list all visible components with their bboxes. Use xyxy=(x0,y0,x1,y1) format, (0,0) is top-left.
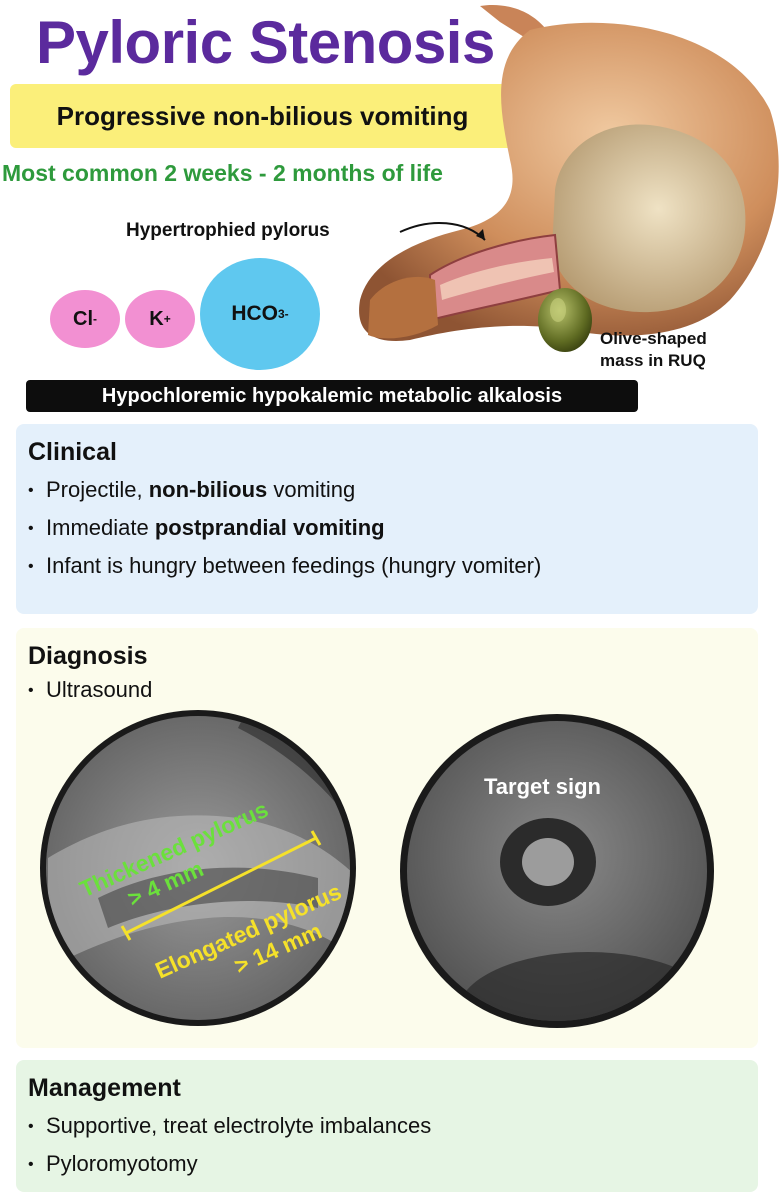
clinical-item-text: Immediate xyxy=(46,515,155,540)
potassium-bubble: K+ xyxy=(125,290,195,348)
chloride-symbol: Cl xyxy=(73,307,93,330)
stomach-lumen-shape xyxy=(552,124,746,313)
management-title: Management xyxy=(28,1074,181,1102)
clinical-list: Projectile, non-bilious vomiting Immedia… xyxy=(28,471,746,585)
clinical-title: Clinical xyxy=(28,438,117,466)
clinical-item-bold: postprandial vomiting xyxy=(154,515,385,540)
management-item: Pyloromyotomy xyxy=(28,1145,746,1183)
stomach-illustration xyxy=(359,4,779,352)
subtitle-text: Progressive non-bilious vomiting xyxy=(56,100,469,131)
diagnosis-title: Diagnosis xyxy=(28,642,148,670)
clinical-item-text: Infant is hungry between feedings (hungr… xyxy=(46,553,542,578)
clinical-item-text: Projectile, xyxy=(46,477,149,502)
bicarbonate-symbol: HCO xyxy=(231,302,278,325)
bicarbonate-charge: - xyxy=(284,307,289,321)
potassium-symbol: K xyxy=(149,307,164,330)
chloride-charge: - xyxy=(93,312,97,326)
subtitle-banner: Progressive non-bilious vomiting xyxy=(10,84,515,148)
pylorus-inner-shape xyxy=(440,258,554,300)
management-list: Supportive, treat electrolyte imbalances… xyxy=(28,1107,746,1183)
olive-mass-shape xyxy=(538,288,592,352)
diagnosis-list: Ultrasound xyxy=(28,675,746,706)
chloride-bubble: Cl- xyxy=(50,290,120,348)
ultrasound-target-sign-image: Target sign xyxy=(400,714,714,1028)
alkalosis-banner: Hypochloremic hypokalemic metabolic alka… xyxy=(26,380,638,412)
target-sign-label: Target sign xyxy=(484,774,601,799)
management-item: Supportive, treat electrolyte imbalances xyxy=(28,1107,746,1145)
olive-label-line1: Olive-shaped xyxy=(600,329,707,348)
management-panel: Management Supportive, treat electrolyte… xyxy=(16,1060,758,1192)
ultrasound-longitudinal-image: Thickened pylorus > 4 mm Elongated pylor… xyxy=(40,710,356,1026)
olive-mass-label: Olive-shaped mass in RUQ xyxy=(600,328,770,372)
potassium-charge: + xyxy=(163,312,171,326)
pylorus-arrowhead xyxy=(476,229,485,240)
age-range-text: Most common 2 weeks - 2 months of life xyxy=(2,160,443,186)
alkalosis-text: Hypochloremic hypokalemic metabolic alka… xyxy=(101,384,563,407)
clinical-item-text: vomiting xyxy=(267,477,356,502)
bicarbonate-subscript: 3 xyxy=(277,307,285,321)
clinical-panel: Clinical Projectile, non-bilious vomitin… xyxy=(16,424,758,614)
duodenum-shape xyxy=(368,276,438,339)
clinical-item-bold: non-bilious xyxy=(148,477,268,502)
clinical-item: Immediate postprandial vomiting xyxy=(28,509,746,547)
page-title: Pyloric Stenosis xyxy=(36,9,495,76)
olive-highlight-shape xyxy=(550,298,566,322)
pylorus-label: Hypertrophied pylorus xyxy=(126,220,330,241)
diagnosis-item: Ultrasound xyxy=(28,675,746,706)
clinical-item: Projectile, non-bilious vomiting xyxy=(28,471,746,509)
clinical-item: Infant is hungry between feedings (hungr… xyxy=(28,547,746,585)
olive-label-line2: mass in RUQ xyxy=(600,351,706,370)
